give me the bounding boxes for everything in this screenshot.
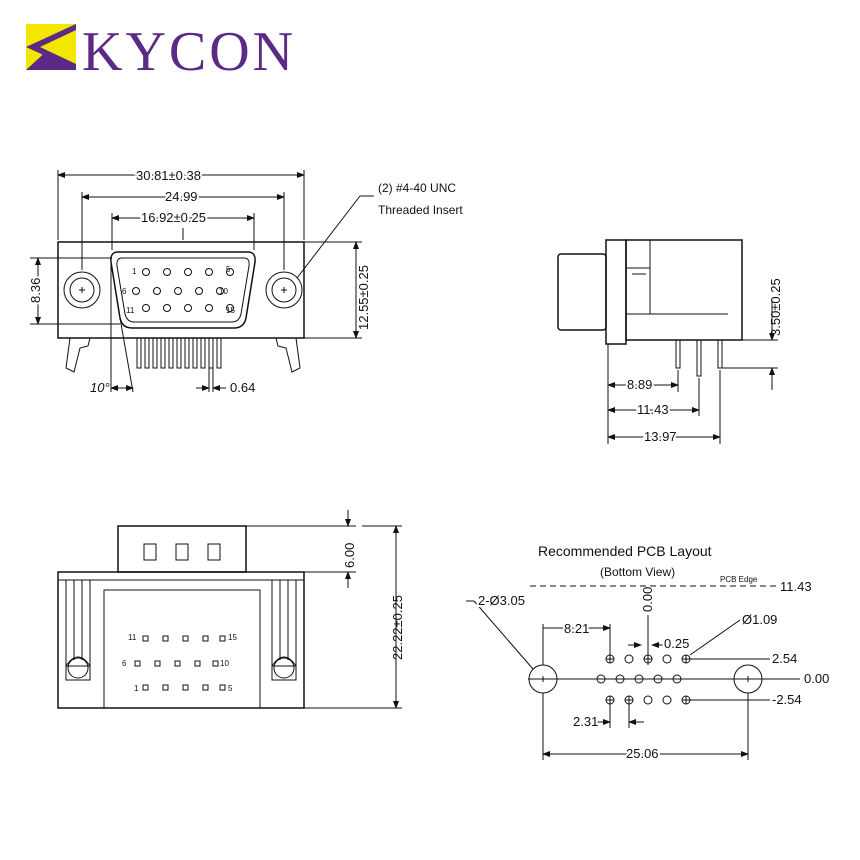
front-view: 1 5 6 10 11 15 30.81±0.38 24.99 16.92±0.… <box>26 166 463 395</box>
pin-label-5: 5 <box>226 265 231 274</box>
bottom-pin-label-15: 15 <box>228 633 237 642</box>
dim-side-height: 3.50±0.25 <box>768 278 783 336</box>
bottom-view: 11 15 6 10 1 5 6.00 22.22±0.25 <box>57 510 405 709</box>
kycon-triangle-icon <box>26 24 76 70</box>
pcb-mount-hole-label: 2-Ø3.05 <box>478 593 525 608</box>
pcb-hole-spacing: 25.06 <box>626 746 659 761</box>
dim-shell-width: 16.92±0.25 <box>141 210 206 225</box>
brand-name: KYCON <box>82 21 296 83</box>
pcb-layout-title: Recommended PCB Layout <box>538 543 712 559</box>
insert-note-line1: (2) #4-40 UNC <box>378 181 456 195</box>
side-view: 3.50±0.25 8.89 11.43 13.97 <box>557 239 783 446</box>
kycon-logo: KYCON <box>26 21 296 83</box>
bottom-pin-label-6: 6 <box>122 659 127 668</box>
bottom-pin-label-11: 11 <box>128 633 137 642</box>
bottom-pin-label-10: 10 <box>220 659 229 668</box>
dim-height-total: 12.55±0.25 <box>356 265 371 330</box>
pcb-row-mid: 0.00 <box>804 671 829 686</box>
boardlock-right <box>271 579 297 681</box>
dim-pin-pitch: 0.64 <box>230 380 255 395</box>
solder-pins <box>136 337 222 369</box>
pcb-edge-dim: 11.43 <box>780 579 812 594</box>
dim-total-height: 22.22±0.25 <box>390 595 405 660</box>
dim-side-b: 11.43 <box>637 402 669 417</box>
insert-note-line2: Threaded Insert <box>378 203 463 217</box>
pcb-dim-231: 2.31 <box>573 714 598 729</box>
pcb-row-bot: -2.54 <box>772 692 802 707</box>
pcb-zero-x: 0.00 <box>640 587 655 612</box>
pcb-dim-821: 8.21 <box>564 621 589 636</box>
pcb-edge-label: PCB Edge <box>720 575 758 584</box>
dim-side-c: 13.97 <box>644 429 677 444</box>
pin-label-6: 6 <box>122 287 127 296</box>
dim-angle: 10° <box>90 380 110 395</box>
pcb-dim-025: 0.25 <box>664 636 689 651</box>
mount-hole-left <box>63 271 101 309</box>
boardlock-left <box>65 579 91 681</box>
pin-label-11: 11 <box>126 306 135 315</box>
pin-label-1: 1 <box>132 267 137 276</box>
dim-side-a: 8.89 <box>627 377 652 392</box>
bottom-pin-label-5: 5 <box>228 684 233 693</box>
dim-height: 8.36 <box>28 278 43 303</box>
mount-hole-right <box>265 271 303 309</box>
pcb-pin-hole-label: Ø1.09 <box>742 612 777 627</box>
pin-label-15: 15 <box>226 306 235 315</box>
pcb-layout-subtitle: (Bottom View) <box>600 565 675 579</box>
pin-holes <box>132 268 234 312</box>
bottom-pin-label-1: 1 <box>134 684 139 693</box>
pin-label-10: 10 <box>219 287 228 296</box>
pin-squares <box>134 635 226 691</box>
dim-shell-height: 6.00 <box>342 543 357 568</box>
pcb-row-top: 2.54 <box>772 651 797 666</box>
dim-width-overall: 30.81±0.38 <box>136 168 201 183</box>
pcb-layout: Recommended PCB Layout (Bottom View) PCB… <box>466 543 829 763</box>
dim-mount-spacing: 24.99 <box>165 189 198 204</box>
